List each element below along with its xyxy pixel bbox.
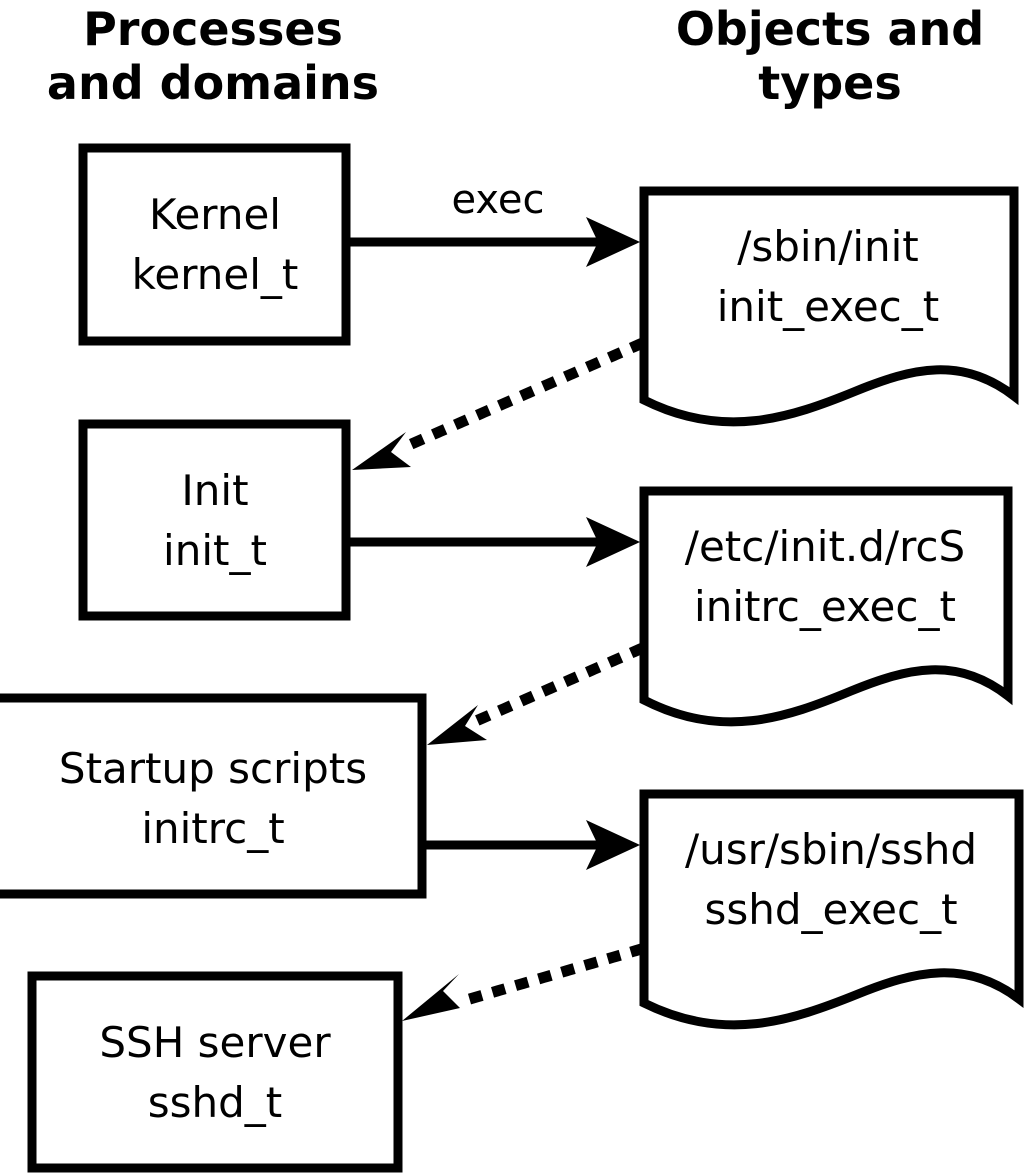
edge-initrc-to-sshd-exec	[426, 820, 640, 870]
node-sshd-exec-doc-shape	[639, 789, 1024, 1030]
node-startup-scripts[interactable]: Startup scripts initrc_t	[0, 693, 427, 899]
node-initrc-exec-doc-shape	[639, 486, 1013, 727]
node-initrc-exec-line2: initrc_exec_t	[694, 582, 956, 631]
edge-sshd-exec-to-sshd-line	[449, 943, 645, 1010]
node-ssh-server-line2: sshd_t	[148, 1078, 283, 1127]
left-column-heading: Processes and domains	[47, 2, 379, 110]
node-sshd-exec-line1: /usr/sbin/sshd	[685, 825, 977, 874]
node-init-line2: init_t	[163, 526, 267, 575]
right-column-heading: Objects and types	[676, 2, 984, 110]
edge-sshd-exec-to-sshd	[402, 943, 645, 1021]
node-init-exec[interactable]: /sbin/init init_exec_t	[639, 186, 1019, 427]
node-ssh-server-box	[27, 971, 403, 1173]
node-sshd-exec-line2: sshd_exec_t	[704, 885, 957, 934]
edge-label-exec: exec	[452, 177, 545, 223]
node-init-exec-doc-shape	[639, 186, 1019, 427]
edge-initrc-exec-to-initrc-line	[468, 642, 646, 729]
left-heading-line1: Processes	[83, 2, 343, 56]
edge-initrc-exec-to-initrc-arrowhead	[427, 705, 487, 745]
edge-init-exec-to-init	[352, 337, 646, 470]
edge-init-to-initrc-exec	[350, 517, 640, 567]
node-init-exec-line1: /sbin/init	[737, 222, 919, 271]
node-startup-scripts-line1: Startup scripts	[59, 744, 367, 793]
edge-init-exec-to-init-line	[392, 337, 646, 457]
edge-init-to-initrc-exec-arrowhead	[586, 517, 640, 567]
node-kernel-box	[78, 143, 351, 346]
right-heading-line1: Objects and	[676, 2, 984, 56]
node-init[interactable]: Init init_t	[78, 419, 351, 621]
node-init-exec-line2: init_exec_t	[717, 282, 940, 331]
node-sshd-exec[interactable]: /usr/sbin/sshd sshd_exec_t	[639, 789, 1024, 1030]
edge-init-exec-to-init-arrowhead	[352, 432, 411, 470]
node-init-line1: Init	[181, 466, 248, 515]
right-heading-line2: types	[758, 56, 901, 110]
node-kernel-line2: kernel_t	[132, 250, 299, 299]
node-startup-scripts-box	[0, 693, 427, 899]
node-kernel[interactable]: Kernel kernel_t	[78, 143, 351, 346]
edge-initrc-exec-to-initrc	[427, 642, 646, 745]
node-init-box	[78, 419, 351, 621]
edge-kernel-to-init-exec-arrowhead	[586, 217, 640, 267]
node-ssh-server-line1: SSH server	[99, 1018, 331, 1067]
edge-initrc-to-sshd-exec-arrowhead	[586, 820, 640, 870]
node-startup-scripts-line2: initrc_t	[141, 804, 284, 853]
node-initrc-exec[interactable]: /etc/init.d/rcS initrc_exec_t	[639, 486, 1013, 727]
node-kernel-line1: Kernel	[149, 190, 281, 239]
node-ssh-server[interactable]: SSH server sshd_t	[27, 971, 403, 1173]
edge-kernel-to-init-exec: exec	[350, 177, 640, 267]
node-initrc-exec-line1: /etc/init.d/rcS	[685, 522, 965, 571]
edge-sshd-exec-to-sshd-arrowhead	[402, 974, 460, 1021]
left-heading-line2: and domains	[47, 56, 379, 110]
